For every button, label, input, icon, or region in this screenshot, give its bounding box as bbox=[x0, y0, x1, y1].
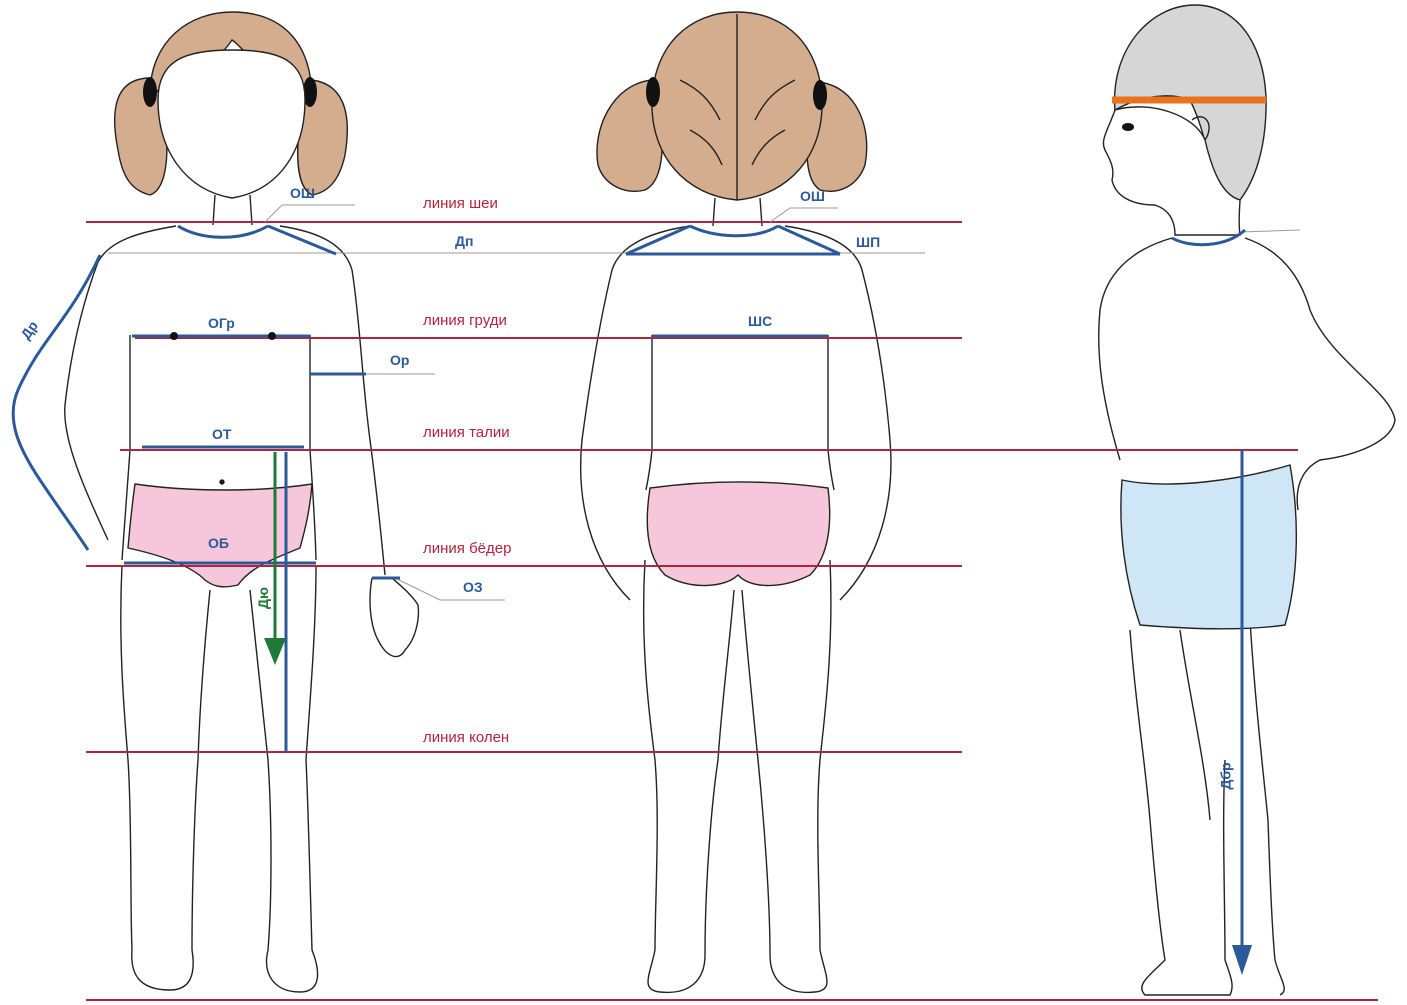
knees-line-label: линия колен bbox=[423, 729, 509, 746]
side-legs bbox=[1130, 620, 1284, 995]
waist-girth-label: ОТ bbox=[212, 426, 231, 442]
hips-line-label: линия бёдер bbox=[423, 540, 511, 557]
front-neck-girth bbox=[178, 226, 268, 237]
chest-dot-right bbox=[268, 332, 276, 340]
back-neck-girth bbox=[690, 226, 778, 236]
trouser-length-label: Дбр bbox=[1218, 762, 1234, 789]
chest-dot-left bbox=[170, 332, 178, 340]
back-legs bbox=[644, 560, 831, 992]
back-neck-label: ОШ bbox=[800, 188, 825, 204]
chest-line-label: линия груди bbox=[423, 312, 507, 329]
hip-girth-label: ОБ bbox=[208, 535, 229, 551]
chest-girth-label: ОГр bbox=[208, 315, 235, 331]
front-face bbox=[158, 50, 305, 198]
side-shorts bbox=[1121, 465, 1296, 629]
side-body bbox=[1099, 238, 1395, 510]
skirt-length-label: Дю bbox=[255, 587, 271, 609]
front-neck-label: ОШ bbox=[290, 185, 315, 201]
arm-girth-label: Ор bbox=[390, 352, 409, 368]
back-width-label: ШС bbox=[748, 313, 772, 329]
back-briefs bbox=[647, 482, 829, 586]
front-shoulder-label: Дп bbox=[455, 233, 473, 249]
waist-line-label: линия талии bbox=[423, 424, 510, 441]
arm-length-line bbox=[13, 255, 100, 550]
front-figure bbox=[65, 12, 419, 992]
back-figure bbox=[581, 12, 891, 992]
shoulder-width-label: ШП bbox=[856, 234, 880, 250]
neck-line-label: линия шеи bbox=[423, 195, 498, 212]
front-legs bbox=[121, 565, 318, 992]
wrist-girth-label: ОЗ bbox=[463, 579, 483, 595]
side-figure bbox=[1099, 5, 1395, 995]
